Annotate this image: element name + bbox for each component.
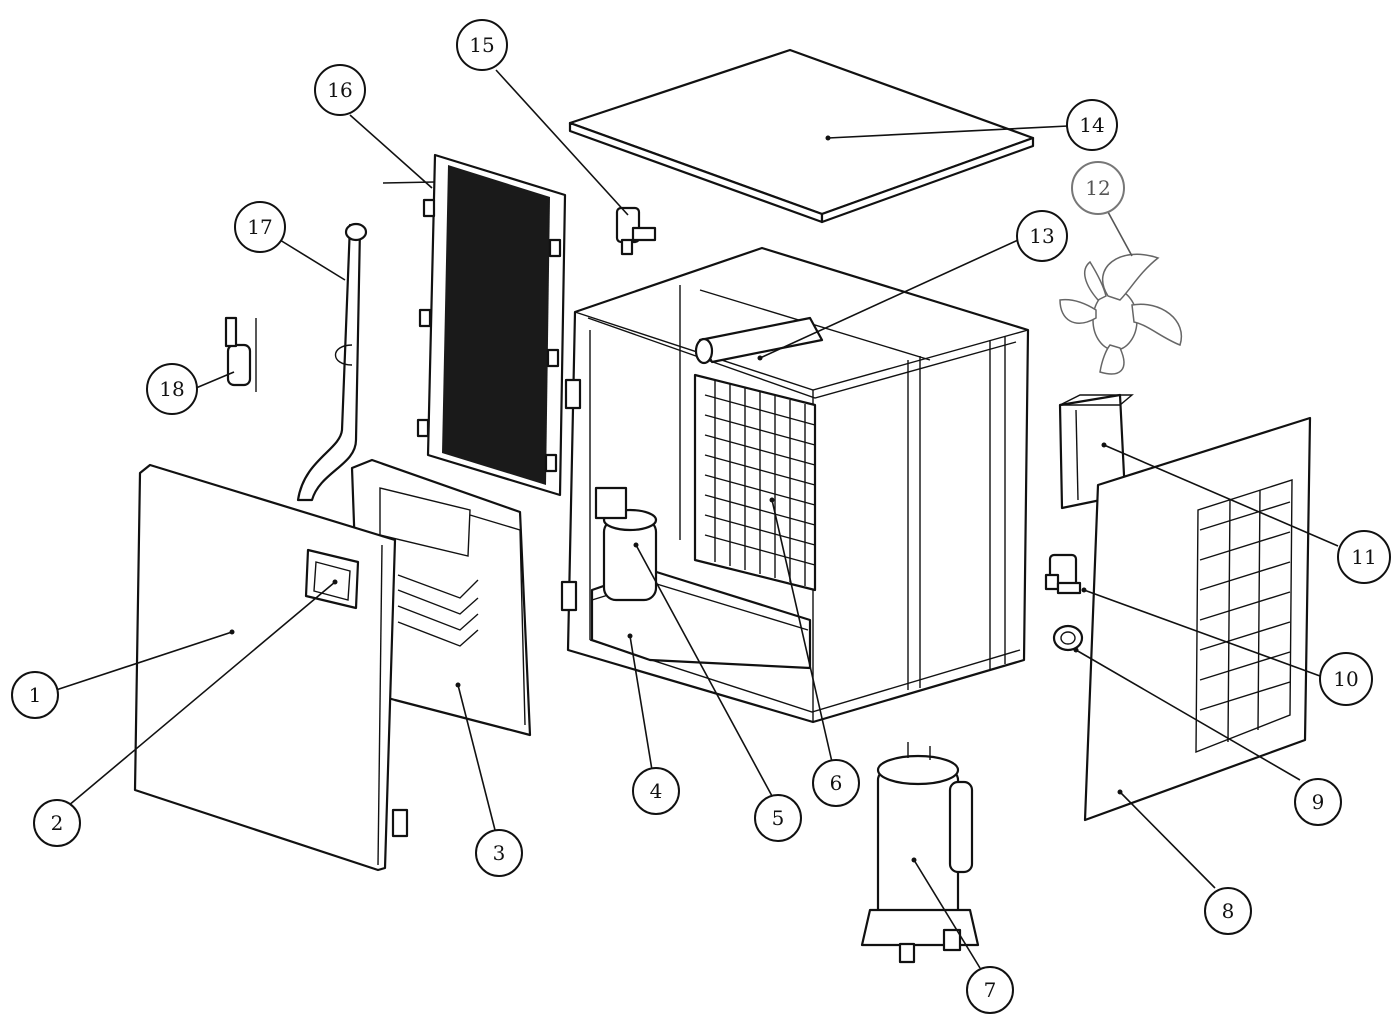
- callout-1: 1: [11, 671, 59, 719]
- part-solenoid-valve: [1044, 553, 1082, 595]
- part-fan-blade: [1059, 253, 1183, 375]
- callout-2: 2: [33, 799, 81, 847]
- callout-7: 7: [966, 966, 1014, 1014]
- callout-10: 10: [1319, 652, 1373, 706]
- part-door-liner: [350, 458, 532, 737]
- svg-text:14: 14: [1079, 113, 1104, 137]
- part-water-distributor: [694, 316, 824, 365]
- svg-text:3: 3: [493, 841, 506, 865]
- callout-16: 16: [314, 64, 366, 116]
- callout-3: 3: [475, 829, 523, 877]
- svg-text:15: 15: [469, 33, 494, 57]
- part-side-panel: [1083, 416, 1312, 822]
- callout-6: 6: [812, 759, 860, 807]
- svg-text:10: 10: [1333, 667, 1358, 691]
- svg-text:6: 6: [830, 771, 843, 795]
- svg-text:1: 1: [29, 683, 42, 707]
- part-door-handle: [304, 548, 360, 610]
- callout-17: 17: [234, 201, 286, 253]
- part-clip: [224, 316, 257, 392]
- svg-text:11: 11: [1351, 545, 1376, 569]
- callout-15: 15: [456, 19, 508, 71]
- part-drain-pipe: [296, 222, 368, 502]
- part-control-box: [1058, 393, 1134, 510]
- callout-14: 14: [1066, 99, 1118, 151]
- part-pressure-switch: [1052, 624, 1084, 652]
- svg-text:4: 4: [650, 779, 663, 803]
- callout-13: 13: [1016, 210, 1068, 262]
- svg-text:2: 2: [51, 811, 64, 835]
- part-compressor: [860, 742, 980, 964]
- leader-lines: [55, 69, 1339, 969]
- svg-text:18: 18: [159, 377, 184, 401]
- callout-8: 8: [1204, 887, 1252, 935]
- callout-5: 5: [754, 794, 802, 842]
- svg-text:8: 8: [1222, 899, 1235, 923]
- svg-text:5: 5: [772, 806, 785, 830]
- callout-12: 12: [1071, 161, 1125, 215]
- svg-text:9: 9: [1312, 790, 1325, 814]
- part-water-pump: [594, 486, 658, 602]
- callout-18: 18: [146, 363, 198, 415]
- svg-text:12: 12: [1085, 176, 1110, 200]
- svg-text:13: 13: [1029, 224, 1054, 248]
- part-top-lid: [568, 48, 1035, 224]
- part-valve: [615, 206, 657, 256]
- part-condenser: [382, 153, 567, 497]
- svg-text:16: 16: [327, 78, 352, 102]
- callout-11: 11: [1337, 530, 1391, 584]
- callout-4: 4: [632, 767, 680, 815]
- svg-text:17: 17: [247, 215, 272, 239]
- part-evaporator-grid: [693, 373, 817, 592]
- callout-9: 9: [1294, 778, 1342, 826]
- svg-text:7: 7: [984, 978, 997, 1002]
